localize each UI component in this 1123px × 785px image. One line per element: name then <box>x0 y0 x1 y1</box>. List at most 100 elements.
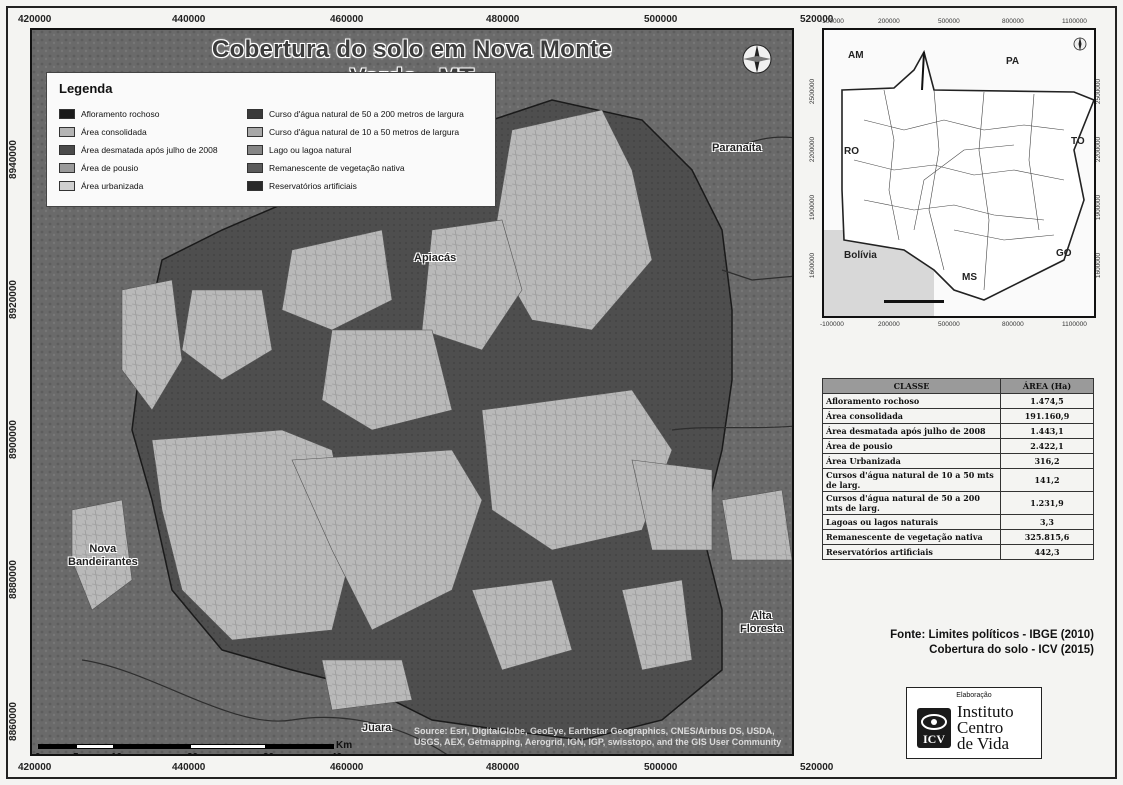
table-cell-area: 1.443,1 <box>1000 423 1094 439</box>
inset-y-tick-right: 1600000 <box>1095 252 1103 279</box>
x-tick-top: 520000 <box>800 14 834 25</box>
logo-name-line-3: de Vida <box>957 734 1010 753</box>
legend-title: Legenda <box>59 81 113 96</box>
inset-label-ro: RO <box>844 146 859 157</box>
inset-y-tick-left: 2200000 <box>809 136 817 163</box>
table-cell-classe: Área desmatada após julho de 2008 <box>822 423 1001 439</box>
mato-grosso-outline <box>824 49 1094 316</box>
legend-swatch <box>59 145 75 155</box>
legend-label: Curso d'água natural de 10 a 50 metros d… <box>269 127 460 137</box>
inset-x-tick-top: 800000 <box>1002 18 1024 25</box>
main-map[interactable]: Cobertura do solo em Nova Monte Verde - … <box>30 28 794 756</box>
logo-caption: Elaboração <box>956 692 992 699</box>
inset-label-am: AM <box>848 50 864 61</box>
table-cell-classe: Área Urbanizada <box>822 453 1001 469</box>
legend-label: Área desmatada após julho de 2008 <box>81 145 218 155</box>
table-cell-classe: Lagoas ou lagos naturais <box>822 514 1001 530</box>
table-cell-area: 191.160,9 <box>1000 408 1094 424</box>
y-tick-left: 8920000 <box>7 280 19 319</box>
legend-label: Curso d'água natural de 50 a 200 metros … <box>269 109 464 119</box>
table-cell-classe: Área de pousio <box>822 438 1001 454</box>
x-tick-bottom: 420000 <box>18 762 52 773</box>
legend-swatch <box>247 163 263 173</box>
table-cell-classe: Afloramento rochoso <box>822 393 1001 409</box>
table-row: Cursos d'água natural de 50 a 200 mts de… <box>822 491 1094 515</box>
inset-label-go: GO <box>1056 248 1072 259</box>
legend-swatch <box>59 127 75 137</box>
table-cell-area: 325.815,6 <box>1000 529 1094 545</box>
scale-label: 40 <box>331 752 342 754</box>
x-tick-top: 480000 <box>486 14 520 25</box>
legend-swatch <box>247 127 263 137</box>
table-cell-area: 3,3 <box>1000 514 1094 530</box>
legend-swatch <box>247 181 263 191</box>
inset-x-tick-bottom: 500000 <box>938 321 960 328</box>
legend-label: Área consolidada <box>81 127 147 137</box>
inset-x-tick-bottom: 1100000 <box>1062 321 1087 328</box>
logo-name-line-1: Instituto <box>957 702 1014 721</box>
y-tick-left: 8860000 <box>7 702 19 741</box>
place-label-paranaita: Paranaíta <box>712 142 762 154</box>
table-row: Cursos d'água natural de 10 a 50 mts de … <box>822 468 1094 492</box>
locator-map[interactable]: AM PA RO TO Bolívia MS GO <box>822 28 1096 318</box>
inset-label-pa: PA <box>1006 56 1020 67</box>
legend-item: Reservatórios artificiais <box>247 181 357 191</box>
sheet-border <box>6 6 1117 779</box>
legend-swatch <box>247 109 263 119</box>
x-tick-bottom: 440000 <box>172 762 206 773</box>
table-cell-classe: Reservatórios artificiais <box>822 544 1001 560</box>
source-line-2: Cobertura do solo - ICV (2015) <box>929 644 1094 656</box>
legend-label: Lago ou lagoa natural <box>269 145 352 155</box>
x-tick-top: 420000 <box>18 14 52 25</box>
legend-item: Afloramento rochoso <box>59 109 159 119</box>
north-arrow-icon <box>742 44 772 74</box>
scale-label: 30 <box>263 752 274 754</box>
scale-label: 5 <box>73 752 79 754</box>
inset-x-tick-top: 1100000 <box>1062 18 1087 25</box>
place-label-alta-floresta: Alta Floresta <box>740 610 783 635</box>
table-cell-classe: Cursos d'água natural de 10 a 50 mts de … <box>822 468 1001 492</box>
x-tick-bottom: 460000 <box>330 762 364 773</box>
imagery-credits: Source: Esri, DigitalGlobe, GeoEye, Eart… <box>414 726 782 747</box>
legend-item: Remanescente de vegetação nativa <box>247 163 405 173</box>
legend-item: Curso d'água natural de 10 a 50 metros d… <box>247 127 459 137</box>
place-label-juara: Juara <box>362 722 392 734</box>
table-cell-area: 2.422,1 <box>1000 438 1094 454</box>
legend-item: Curso d'água natural de 50 a 200 metros … <box>247 109 464 119</box>
inset-x-tick-bottom: 200000 <box>878 321 900 328</box>
legend-label: Área urbanizada <box>81 181 144 191</box>
place-label-apiacas: Apiacás <box>414 252 457 264</box>
y-tick-left: 8900000 <box>7 420 19 459</box>
legend-label: Área de pousio <box>81 163 139 173</box>
table-cell-area: 1.474,5 <box>1000 393 1094 409</box>
legend-item: Lago ou lagoa natural <box>247 145 351 155</box>
scale-label: 20 <box>187 752 198 754</box>
inset-x-tick-top: 200000 <box>878 18 900 25</box>
inset-x-tick-top: -100000 <box>820 18 844 25</box>
inset-label-bolivia: Bolívia <box>844 250 877 261</box>
y-tick-left: 8880000 <box>7 560 19 599</box>
logo-mark-text: ICV <box>922 732 945 746</box>
x-tick-top: 440000 <box>172 14 206 25</box>
legend-item: Área desmatada após julho de 2008 <box>59 145 218 155</box>
legend-label: Afloramento rochoso <box>81 109 160 119</box>
table-cell-area: 442,3 <box>1000 544 1094 560</box>
legend-label: Reservatórios artificiais <box>269 181 357 191</box>
legend-label: Remanescente de vegetação nativa <box>269 163 405 173</box>
scale-bar: Km 0510203040 <box>35 740 352 754</box>
x-tick-bottom: 500000 <box>644 762 678 773</box>
table-header-area: ÁREA (Ha) <box>1000 378 1094 394</box>
scale-label: 0 <box>35 752 41 754</box>
inset-x-tick-top: 500000 <box>938 18 960 25</box>
table-cell-area: 141,2 <box>1000 468 1094 492</box>
table-cell-classe: Cursos d'água natural de 50 a 200 mts de… <box>822 491 1001 515</box>
legend-swatch <box>59 181 75 191</box>
y-tick-left: 8940000 <box>7 140 19 179</box>
